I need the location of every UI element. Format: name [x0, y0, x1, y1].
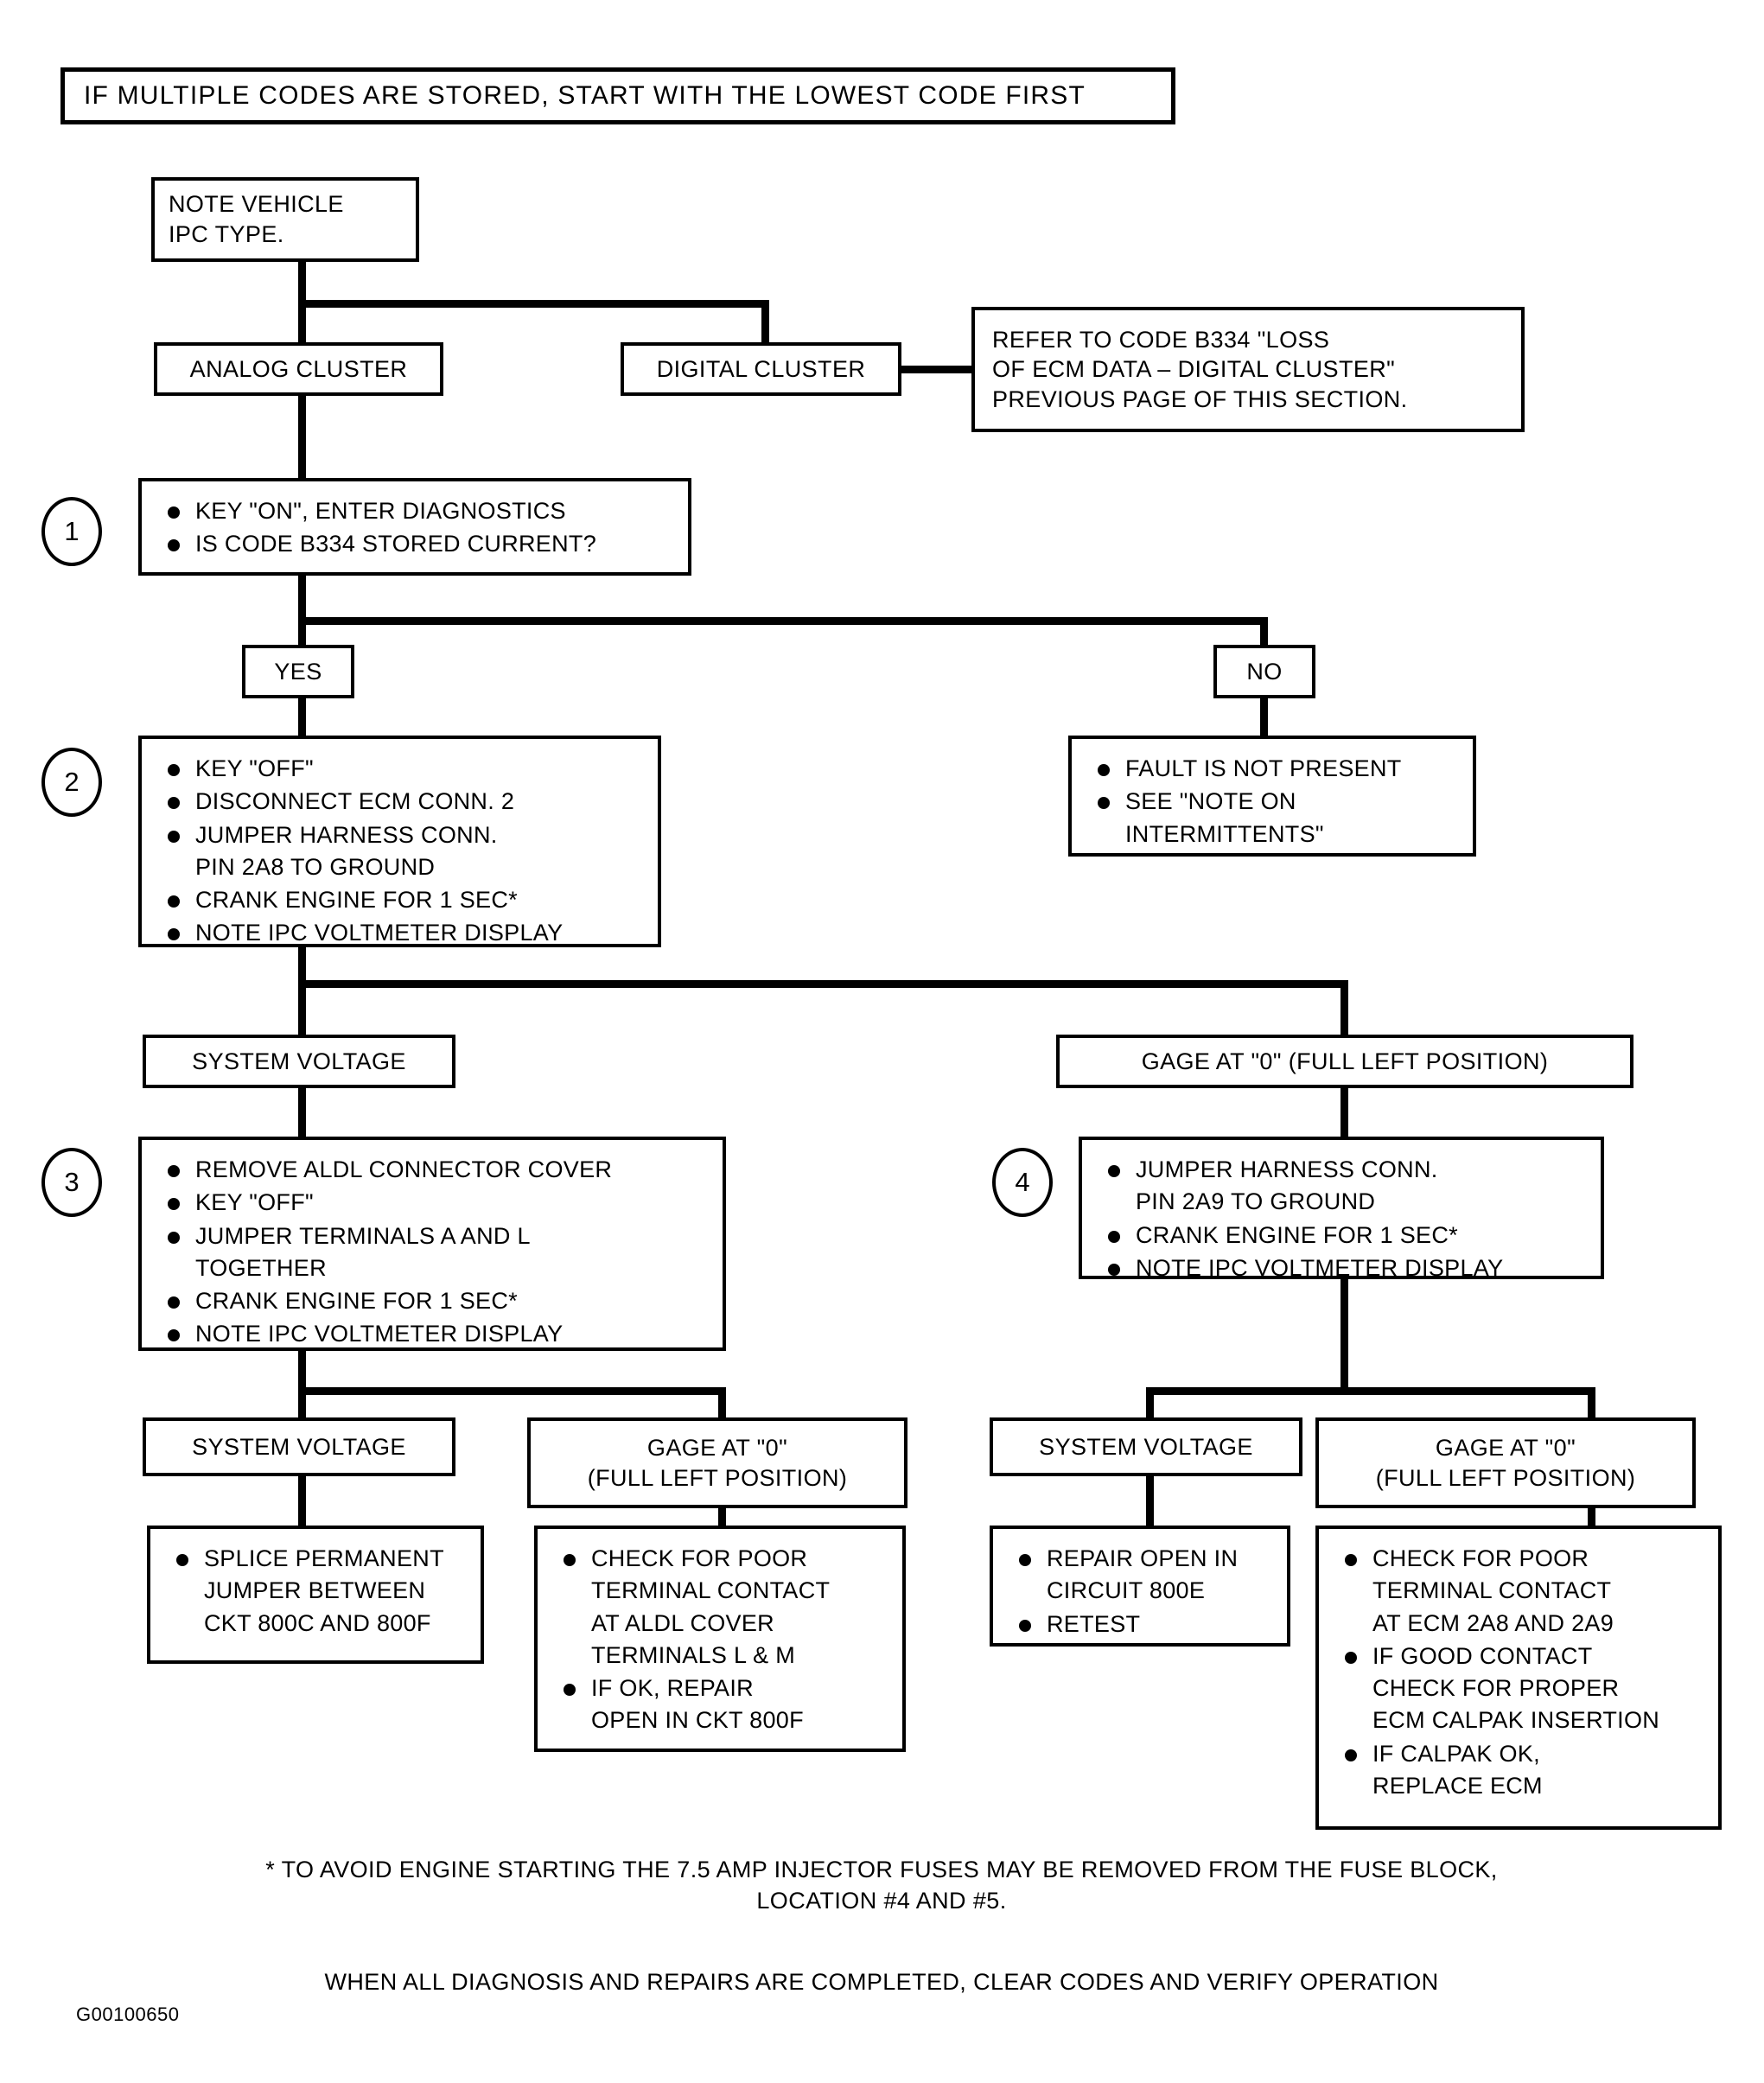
connector-yes-no-split — [298, 617, 1268, 625]
step-4-item-1: CRANK ENGINE FOR 1 SEC* — [1101, 1220, 1589, 1252]
node-gage-zero-a-label: GAGE AT "0" (FULL LEFT POSITION) — [1141, 1048, 1549, 1074]
step-4-item-0: JUMPER HARNESS CONN. PIN 2A9 TO GROUND — [1101, 1154, 1589, 1219]
connector-step3-split — [298, 1387, 726, 1395]
connector-step1-down — [298, 576, 306, 622]
plate-id: G00100650 — [76, 2003, 180, 2025]
node-system-voltage-c-label: SYSTEM VOLTAGE — [1039, 1433, 1253, 1460]
outcome-ecm-item-2: IF CALPAK OK, REPLACE ECM — [1338, 1738, 1706, 1803]
connector-note-to-split — [298, 262, 306, 300]
step-marker-2-number: 2 — [64, 767, 80, 797]
outcome-repair-item-1: RETEST — [1012, 1608, 1275, 1640]
connector-step2-to-sysvolt — [298, 980, 306, 1039]
connector-step4-split — [1146, 1387, 1595, 1395]
banner-text: IF MULTIPLE CODES ARE STORED, START WITH… — [84, 80, 1086, 110]
connector-gage-a-to-step4 — [1341, 1088, 1348, 1140]
outcome-box-check-ecm: CHECK FOR POOR TERMINAL CONTACT AT ECM 2… — [1315, 1526, 1722, 1830]
step-2-item-2: JUMPER HARNESS CONN. PIN 2A8 TO GROUND — [161, 819, 646, 884]
footnote-asterisk: * TO AVOID ENGINE STARTING THE 7.5 AMP I… — [265, 1857, 1498, 1914]
connector-step4-down — [1341, 1279, 1348, 1392]
connector-digital-to-refer — [901, 366, 975, 373]
connector-yes-to-step2 — [298, 698, 306, 737]
outcome-box-repair-800e: REPAIR OPEN IN CIRCUIT 800E RETEST — [990, 1526, 1290, 1647]
outcome-box-check-aldl: CHECK FOR POOR TERMINAL CONTACT AT ALDL … — [534, 1526, 906, 1752]
step-marker-1: 1 — [41, 497, 102, 566]
node-system-voltage-b-label: SYSTEM VOLTAGE — [192, 1433, 406, 1460]
node-no: NO — [1213, 645, 1315, 698]
node-system-voltage-a-label: SYSTEM VOLTAGE — [192, 1048, 406, 1074]
node-system-voltage-b: SYSTEM VOLTAGE — [143, 1417, 455, 1476]
connector-gage-b-to-result — [718, 1508, 726, 1530]
step-3-item-1: KEY "OFF" — [161, 1187, 710, 1219]
node-analog-cluster-label: ANALOG CLUSTER — [189, 355, 408, 382]
outcome-box-fault-not-present: FAULT IS NOT PRESENT SEE "NOTE ON INTERM… — [1068, 736, 1476, 857]
step-marker-4-number: 4 — [1015, 1167, 1030, 1197]
step-box-2: KEY "OFF" DISCONNECT ECM CONN. 2 JUMPER … — [138, 736, 661, 947]
connector-sysvolt-c-to-result — [1146, 1476, 1154, 1530]
node-analog-cluster: ANALOG CLUSTER — [154, 342, 443, 396]
node-gage-zero-b: GAGE AT "0" (FULL LEFT POSITION) — [527, 1417, 907, 1508]
node-system-voltage-c: SYSTEM VOLTAGE — [990, 1417, 1302, 1476]
outcome-aldl-item-0: CHECK FOR POOR TERMINAL CONTACT AT ALDL … — [557, 1543, 890, 1672]
connector-step3-down — [298, 1351, 306, 1392]
node-refer-to-code-b334: REFER TO CODE B334 "LOSS OF ECM DATA – D… — [971, 307, 1525, 432]
step-3-item-0: REMOVE ALDL CONNECTOR COVER — [161, 1154, 710, 1186]
node-digital-cluster-label: DIGITAL CLUSTER — [656, 355, 866, 382]
node-gage-zero-c-label: GAGE AT "0" (FULL LEFT POSITION) — [1375, 1434, 1636, 1491]
step-marker-3-number: 3 — [64, 1167, 80, 1197]
connector-to-yes — [298, 617, 306, 652]
outcome-repair-item-0: REPAIR OPEN IN CIRCUIT 800E — [1012, 1543, 1275, 1608]
connector-analog-to-step1 — [298, 396, 306, 482]
connector-sysvolt-b-to-result — [298, 1476, 306, 1530]
step-1-item-0: KEY "ON", ENTER DIAGNOSTICS — [161, 495, 676, 527]
step-2-item-0: KEY "OFF" — [161, 753, 646, 785]
outcome-ecm-item-1: IF GOOD CONTACT CHECK FOR PROPER ECM CAL… — [1338, 1640, 1706, 1737]
node-yes-label: YES — [274, 658, 322, 685]
step-3-item-3: CRANK ENGINE FOR 1 SEC* — [161, 1285, 710, 1317]
connector-gage-c-to-result — [1588, 1508, 1595, 1530]
step-box-4: JUMPER HARNESS CONN. PIN 2A9 TO GROUND C… — [1079, 1137, 1604, 1281]
outcome-fault-item-1: SEE "NOTE ON INTERMITTENTS" — [1091, 786, 1461, 850]
step-3-item-4: NOTE IPC VOLTMETER DISPLAY — [161, 1318, 710, 1350]
connector-step2-down — [298, 947, 306, 985]
connector-step2-split — [298, 980, 1348, 988]
node-system-voltage-a: SYSTEM VOLTAGE — [143, 1035, 455, 1088]
node-no-label: NO — [1246, 658, 1283, 685]
banner-box: IF MULTIPLE CODES ARE STORED, START WITH… — [60, 67, 1175, 124]
connector-sysvolt-a-to-step3 — [298, 1088, 306, 1140]
step-marker-3: 3 — [41, 1148, 102, 1217]
step-box-3: REMOVE ALDL CONNECTOR COVER KEY "OFF" JU… — [138, 1137, 726, 1351]
step-box-1: KEY "ON", ENTER DIAGNOSTICS IS CODE B334… — [138, 478, 691, 576]
outcome-aldl-item-1: IF OK, REPAIR OPEN IN CKT 800F — [557, 1672, 890, 1737]
connector-to-analog-cluster — [298, 300, 306, 346]
outcome-box-splice-jumper: SPLICE PERMANENT JUMPER BETWEEN CKT 800C… — [147, 1526, 484, 1664]
node-note-vehicle-label: NOTE VEHICLE IPC TYPE. — [169, 191, 344, 247]
node-gage-zero-a: GAGE AT "0" (FULL LEFT POSITION) — [1056, 1035, 1633, 1088]
connector-no-to-outcome — [1260, 698, 1268, 737]
step-marker-4: 4 — [992, 1148, 1053, 1217]
outcome-fault-item-0: FAULT IS NOT PRESENT — [1091, 753, 1461, 785]
connector-to-no — [1260, 617, 1268, 652]
footnote-closing: WHEN ALL DIAGNOSIS AND REPAIRS ARE COMPL… — [324, 1969, 1439, 1995]
connector-cluster-split — [298, 300, 769, 308]
connector-to-digital-cluster — [761, 300, 769, 346]
step-2-item-1: DISCONNECT ECM CONN. 2 — [161, 786, 646, 818]
node-digital-cluster: DIGITAL CLUSTER — [621, 342, 901, 396]
step-2-item-4: NOTE IPC VOLTMETER DISPLAY — [161, 917, 646, 949]
node-yes: YES — [242, 645, 354, 698]
step-4-item-2: NOTE IPC VOLTMETER DISPLAY — [1101, 1252, 1589, 1284]
node-gage-zero-b-label: GAGE AT "0" (FULL LEFT POSITION) — [587, 1434, 848, 1491]
step-1-item-1: IS CODE B334 STORED CURRENT? — [161, 528, 676, 560]
node-refer-label: REFER TO CODE B334 "LOSS OF ECM DATA – D… — [992, 326, 1408, 412]
outcome-ecm-item-0: CHECK FOR POOR TERMINAL CONTACT AT ECM 2… — [1338, 1543, 1706, 1640]
node-note-vehicle-ipc-type: NOTE VEHICLE IPC TYPE. — [151, 177, 419, 262]
step-marker-2: 2 — [41, 748, 102, 817]
step-3-item-2: JUMPER TERMINALS A AND L TOGETHER — [161, 1220, 710, 1285]
connector-step2-to-gage — [1341, 980, 1348, 1039]
step-marker-1-number: 1 — [64, 516, 80, 546]
outcome-splice-item-0: SPLICE PERMANENT JUMPER BETWEEN CKT 800C… — [169, 1543, 468, 1640]
step-2-item-3: CRANK ENGINE FOR 1 SEC* — [161, 884, 646, 916]
node-gage-zero-c: GAGE AT "0" (FULL LEFT POSITION) — [1315, 1417, 1696, 1508]
